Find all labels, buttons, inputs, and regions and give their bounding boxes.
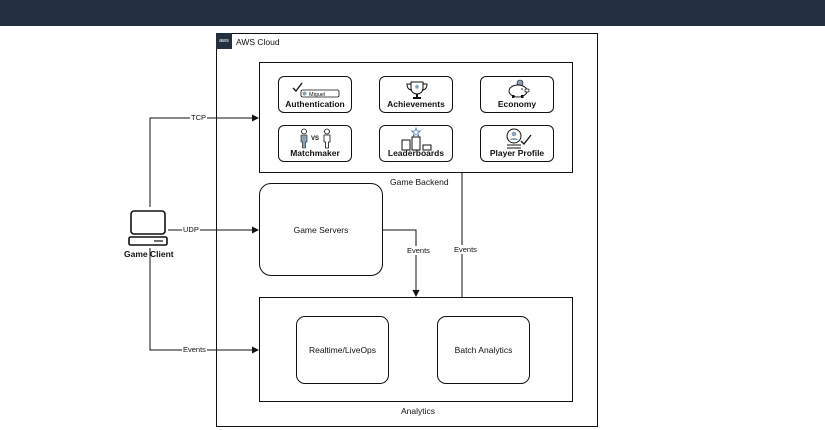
service-matchmaker[interactable]: VS Matchmaker <box>278 125 352 162</box>
client-events-edge <box>149 248 259 354</box>
id-badge-icon: Miguel <box>292 82 340 98</box>
versus-icon: VS <box>300 128 331 149</box>
trophy-icon <box>406 81 428 99</box>
servers-events-edge-label: Events <box>406 246 431 255</box>
service-label: Leaderboards <box>387 148 445 158</box>
desktop-computer-icon <box>128 210 168 246</box>
tcp-edge <box>149 114 259 207</box>
aws-logo-icon: aws <box>216 33 232 49</box>
service-leaderboards[interactable]: Leaderboards <box>379 125 453 162</box>
game-backend-container <box>259 62 573 173</box>
service-achievements[interactable]: Achievements <box>379 76 453 113</box>
game-servers-node[interactable]: Game Servers <box>259 183 383 276</box>
tcp-edge-label: TCP <box>190 113 207 122</box>
analytics-container <box>259 297 573 402</box>
podium-icon <box>401 127 432 151</box>
service-player-profile[interactable]: Player Profile <box>480 125 554 162</box>
service-label: Player Profile <box>489 148 545 158</box>
game-client-label: Game Client <box>124 249 174 259</box>
realtime-liveops-label: Realtime/LiveOps <box>308 345 377 355</box>
analytics-label: Analytics <box>401 406 436 416</box>
service-label: Economy <box>497 99 537 109</box>
aws-cloud-label: AWS Cloud <box>236 37 280 47</box>
servers-events-edge <box>383 229 420 297</box>
aws-cloud-container <box>216 33 598 427</box>
top-bar <box>0 0 825 26</box>
piggy-bank-icon <box>508 79 530 98</box>
profile-check-icon <box>506 128 532 149</box>
auth-badge-text: Miguel <box>309 92 325 98</box>
service-economy[interactable]: Economy <box>480 76 554 113</box>
udp-edge-label: UDP <box>182 225 200 234</box>
realtime-liveops-node[interactable]: Realtime/LiveOps <box>296 316 389 384</box>
service-authentication[interactable]: Miguel Authentication <box>278 76 352 113</box>
backend-events-edge-label: Events <box>453 245 478 254</box>
batch-analytics-node[interactable]: Batch Analytics <box>437 316 530 384</box>
game-backend-label: Game Backend <box>390 177 449 187</box>
game-servers-label: Game Servers <box>293 224 349 235</box>
versus-text: VS <box>311 136 319 142</box>
client-events-edge-label: Events <box>182 345 207 354</box>
batch-analytics-label: Batch Analytics <box>454 345 513 355</box>
service-label: Achievements <box>387 99 445 109</box>
service-label: Matchmaker <box>290 148 340 158</box>
service-label: Authentication <box>285 99 345 109</box>
